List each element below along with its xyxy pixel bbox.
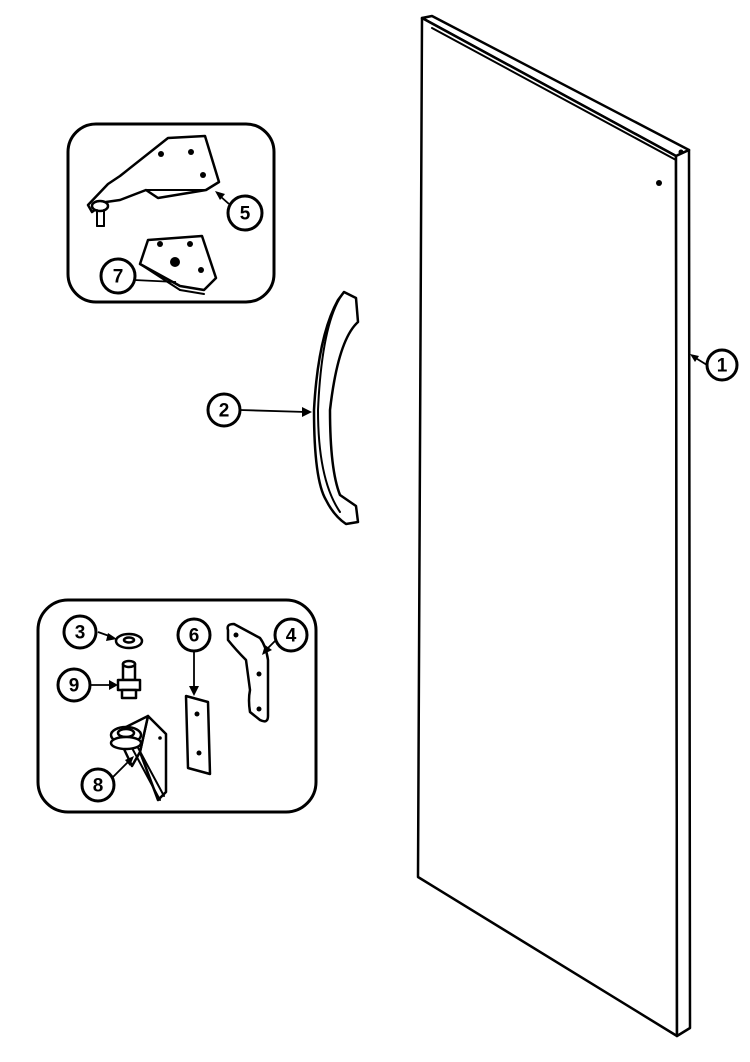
callout-4: 4 (273, 617, 309, 653)
callout-7: 7 (99, 257, 137, 295)
callout-9-label: 9 (69, 676, 80, 697)
callout-6: 6 (176, 617, 212, 653)
upper-hinge-box (66, 122, 276, 304)
callout-7-label: 7 (113, 267, 124, 288)
door-handle-part-2 (312, 290, 360, 526)
callout-5: 5 (226, 194, 264, 232)
callout-6-label: 6 (189, 626, 200, 647)
callout-3: 3 (62, 614, 98, 650)
bottom-hinge-part-8 (109, 714, 168, 802)
callout-3-label: 3 (75, 623, 86, 644)
hinge-plate-part-7 (138, 234, 218, 295)
callout-1-label: 1 (717, 356, 728, 377)
callout-5-label: 5 (240, 204, 251, 225)
callout-4-label: 4 (286, 626, 297, 647)
callout-8: 8 (80, 767, 116, 803)
callout-2: 2 (206, 392, 242, 428)
washer-part-3 (114, 632, 144, 650)
callout-1: 1 (705, 348, 739, 382)
leader-lines (90, 191, 708, 779)
callout-2-label: 2 (219, 401, 230, 422)
shim-plate-part-6 (184, 694, 212, 776)
bracket-part-4 (226, 622, 270, 723)
top-hinge-part-5 (86, 134, 221, 227)
callout-8-label: 8 (93, 776, 104, 797)
lower-hardware-box (36, 598, 318, 814)
callout-9: 9 (56, 667, 92, 703)
door-panel (416, 14, 692, 1038)
